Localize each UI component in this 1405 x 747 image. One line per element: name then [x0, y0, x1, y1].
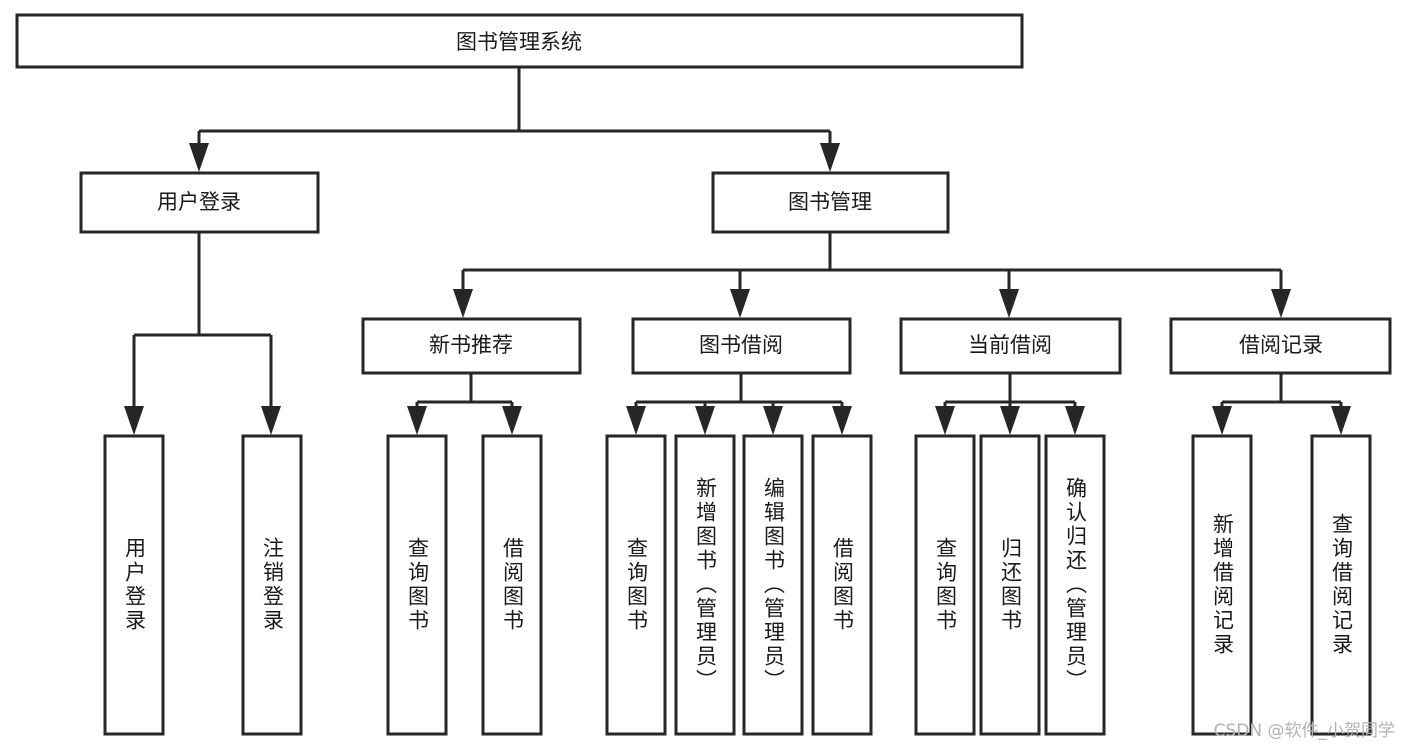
watermark-text: CSDN @软件_小贺同学: [1213, 721, 1395, 741]
leaf-bb-edit-rect[interactable]: [742, 434, 804, 736]
leaf-bb-add-rect[interactable]: [674, 434, 736, 736]
connector-group-bookmgmt: [453, 232, 1291, 318]
node-borrow-record-rect[interactable]: [1169, 317, 1392, 375]
connector-group-borrowrecord: [1212, 373, 1351, 435]
node-borrow-record-label: 借阅记录: [1239, 333, 1323, 357]
leaf-newbook-query-rect[interactable]: [386, 434, 448, 736]
arrow-head-bookborrow-leaf2: [695, 406, 715, 435]
leaf-group-new-book: [386, 434, 543, 736]
node-current-borrow[interactable]: 当前借阅: [899, 317, 1122, 375]
leaf-group-user-login: [103, 434, 303, 736]
node-book-borrow-label: 图书借阅: [699, 333, 783, 357]
node-book-management[interactable]: 图书管理: [711, 171, 950, 234]
arrow-head-bookborrow-leaf4: [832, 406, 852, 435]
arrow-head-currentborrow-leaf1: [935, 406, 955, 435]
arrow-head-newbook-leaf1: [407, 406, 427, 435]
connector-group-root: [189, 67, 840, 172]
arrow-head-bookborrow: [730, 289, 750, 318]
leaf-cb-confirm-rect[interactable]: [1044, 434, 1106, 736]
arrow-head-borrowrecord-leaf1: [1212, 406, 1232, 435]
connector-group-currentborrow: [935, 373, 1085, 435]
connector-group-newbook: [407, 373, 522, 435]
leaf-logout-rect[interactable]: [241, 434, 303, 736]
node-book-borrow[interactable]: 图书借阅: [631, 317, 852, 375]
leaf-newbook-borrow-rect[interactable]: [481, 434, 543, 736]
arrow-head-newbook-leaf2: [502, 406, 522, 435]
arrow-head-bookborrow-leaf1: [626, 406, 646, 435]
node-book-management-label: 图书管理: [788, 190, 872, 214]
leaf-br-add-rect[interactable]: [1191, 434, 1253, 736]
node-current-borrow-rect[interactable]: [899, 317, 1122, 375]
node-current-borrow-label: 当前借阅: [968, 333, 1052, 357]
node-user-login-rect[interactable]: [79, 171, 320, 234]
arrow-head-borrowrecord-leaf2: [1331, 406, 1351, 435]
node-user-login[interactable]: 用户登录: [79, 171, 320, 234]
node-new-book-recommend[interactable]: 新书推荐: [361, 317, 582, 375]
node-user-login-label: 用户登录: [157, 190, 241, 214]
arrow-head-borrowrecord: [1271, 289, 1291, 318]
leaf-cb-query-rect[interactable]: [914, 434, 976, 736]
leaf-cb-return-rect[interactable]: [979, 434, 1041, 736]
leaf-group-borrow-record: [1191, 434, 1372, 736]
node-book-management-rect[interactable]: [711, 171, 950, 234]
arrow-head-currentborrow: [999, 289, 1019, 318]
leaf-user-login-rect[interactable]: [103, 434, 165, 736]
leaf-br-query-rect[interactable]: [1310, 434, 1372, 736]
node-new-book-recommend-rect[interactable]: [361, 317, 582, 375]
arrow-head-currentborrow-leaf3: [1065, 406, 1085, 435]
node-root-label: 图书管理系统: [456, 30, 582, 54]
node-root-rect[interactable]: [15, 13, 1024, 69]
leaf-group-current-borrow: [914, 434, 1106, 736]
node-root[interactable]: 图书管理系统: [15, 13, 1024, 69]
leaf-bb-query-rect[interactable]: [605, 434, 667, 736]
arrow-head-bookborrow-leaf3: [763, 406, 783, 435]
node-book-borrow-rect[interactable]: [631, 317, 852, 375]
leaf-bb-borrow-rect[interactable]: [811, 434, 873, 736]
arrow-head-currentborrow-leaf2: [1000, 406, 1020, 435]
leaf-group-book-borrow: [605, 434, 873, 736]
connector-group-bookborrow: [626, 373, 852, 435]
arrow-head-user-login-leaf: [124, 406, 144, 435]
arrow-head-userlogin: [189, 143, 209, 172]
node-new-book-recommend-label: 新书推荐: [429, 333, 513, 357]
arrow-head-logout-leaf: [261, 406, 281, 435]
connector-group-userlogin: [124, 232, 281, 435]
arrow-head-bookmgmt: [820, 143, 840, 172]
node-borrow-record[interactable]: 借阅记录: [1169, 317, 1392, 375]
arrow-head-newbook: [453, 289, 473, 318]
